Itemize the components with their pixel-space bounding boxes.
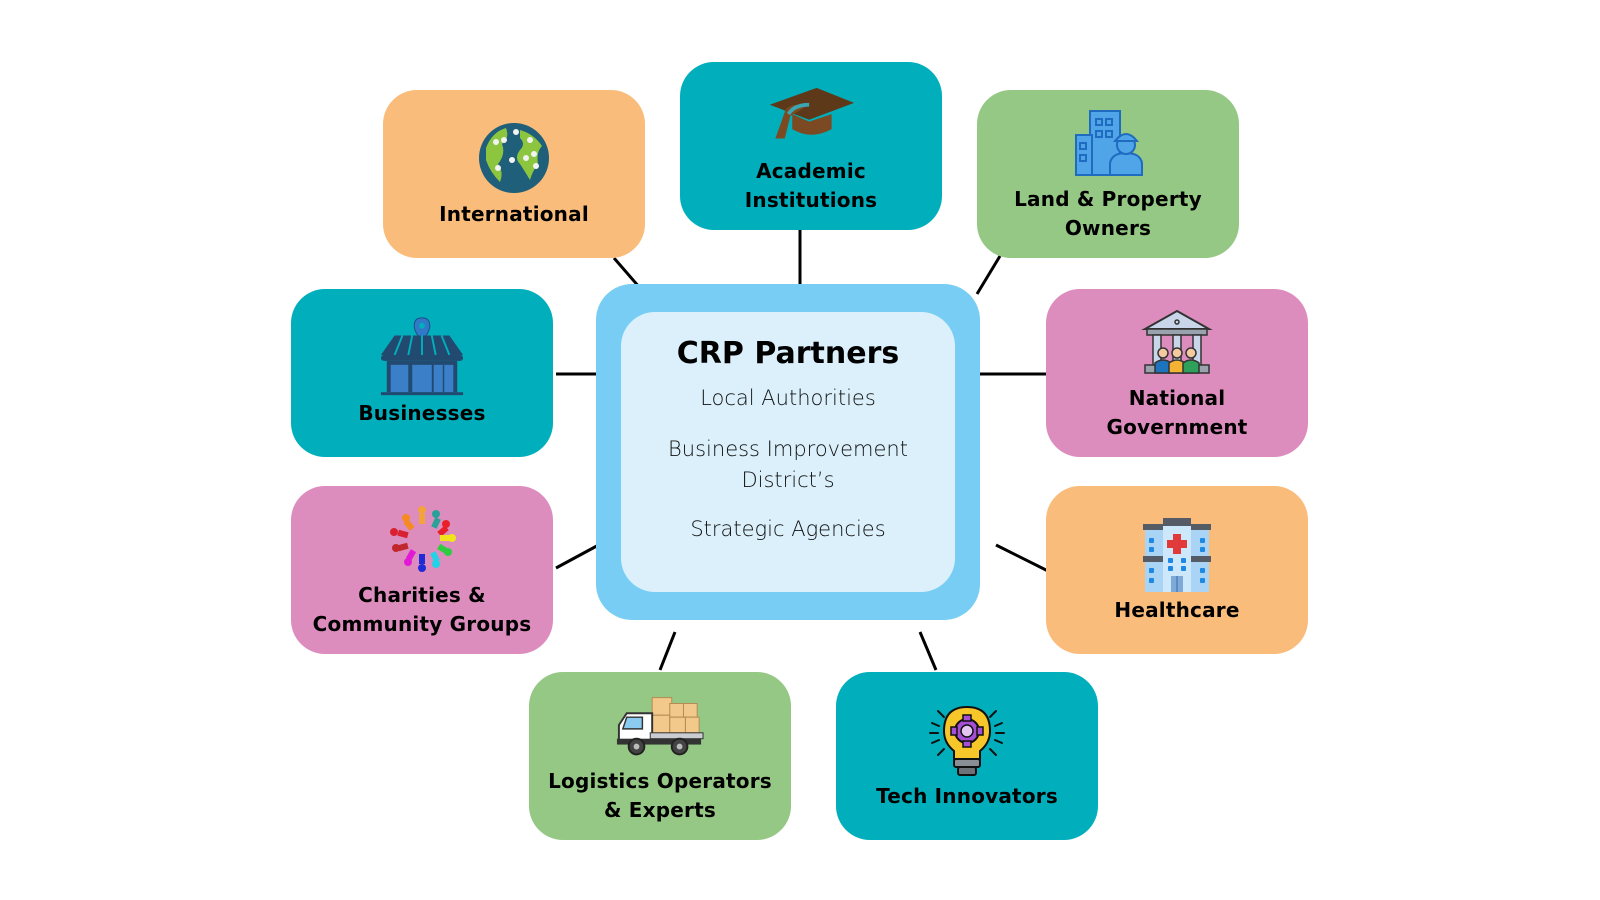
node-label: Businesses [358,400,486,425]
node-charities: Charities & Community Groups [291,486,553,654]
building-worker-icon [1063,105,1153,181]
delivery-truck-icon [615,687,705,763]
people-circle-icon [377,501,467,577]
node-label: Healthcare [1114,597,1240,622]
center-hub-inner: CRP Partners Local Authorities Business … [621,312,955,592]
node-label: Academic Institutions [744,159,878,212]
node-label: International [439,201,589,226]
government-building-icon [1132,304,1222,380]
storefront-icon [377,316,467,395]
center-hub: CRP Partners Local Authorities Business … [596,284,980,620]
node-land-property: Land & Property Owners [977,90,1239,258]
node-label: National Government [1106,386,1248,439]
node-healthcare: Healthcare [1046,486,1308,654]
graduation-cap-icon [766,77,856,153]
connector-logistics [658,631,677,671]
center-item: Business Improvement District’s [668,437,908,492]
node-academic: Academic Institutions [680,62,942,230]
connector-healthcare [995,543,1051,574]
node-label: Charities & Community Groups [312,583,532,636]
node-businesses: Businesses [291,289,553,457]
node-label: Tech Innovators [876,783,1058,808]
center-item: Strategic Agencies [690,517,886,541]
node-logistics: Logistics Operators & Experts [529,672,791,840]
connector-international [612,257,642,289]
center-title: CRP Partners [676,336,900,371]
node-tech-innovators: Tech Innovators [836,672,1098,840]
node-label: Logistics Operators & Experts [548,769,772,822]
hospital-icon [1132,516,1222,592]
node-international: International [383,90,645,258]
lightbulb-gear-icon [922,702,1012,778]
connector-tech-innovators [918,631,938,671]
node-label: Land & Property Owners [1014,187,1202,240]
center-item: Local Authorities [700,386,876,410]
globe-people-icon [469,120,559,196]
connector-land-property [975,255,1002,295]
node-national-government: National Government [1046,289,1308,457]
